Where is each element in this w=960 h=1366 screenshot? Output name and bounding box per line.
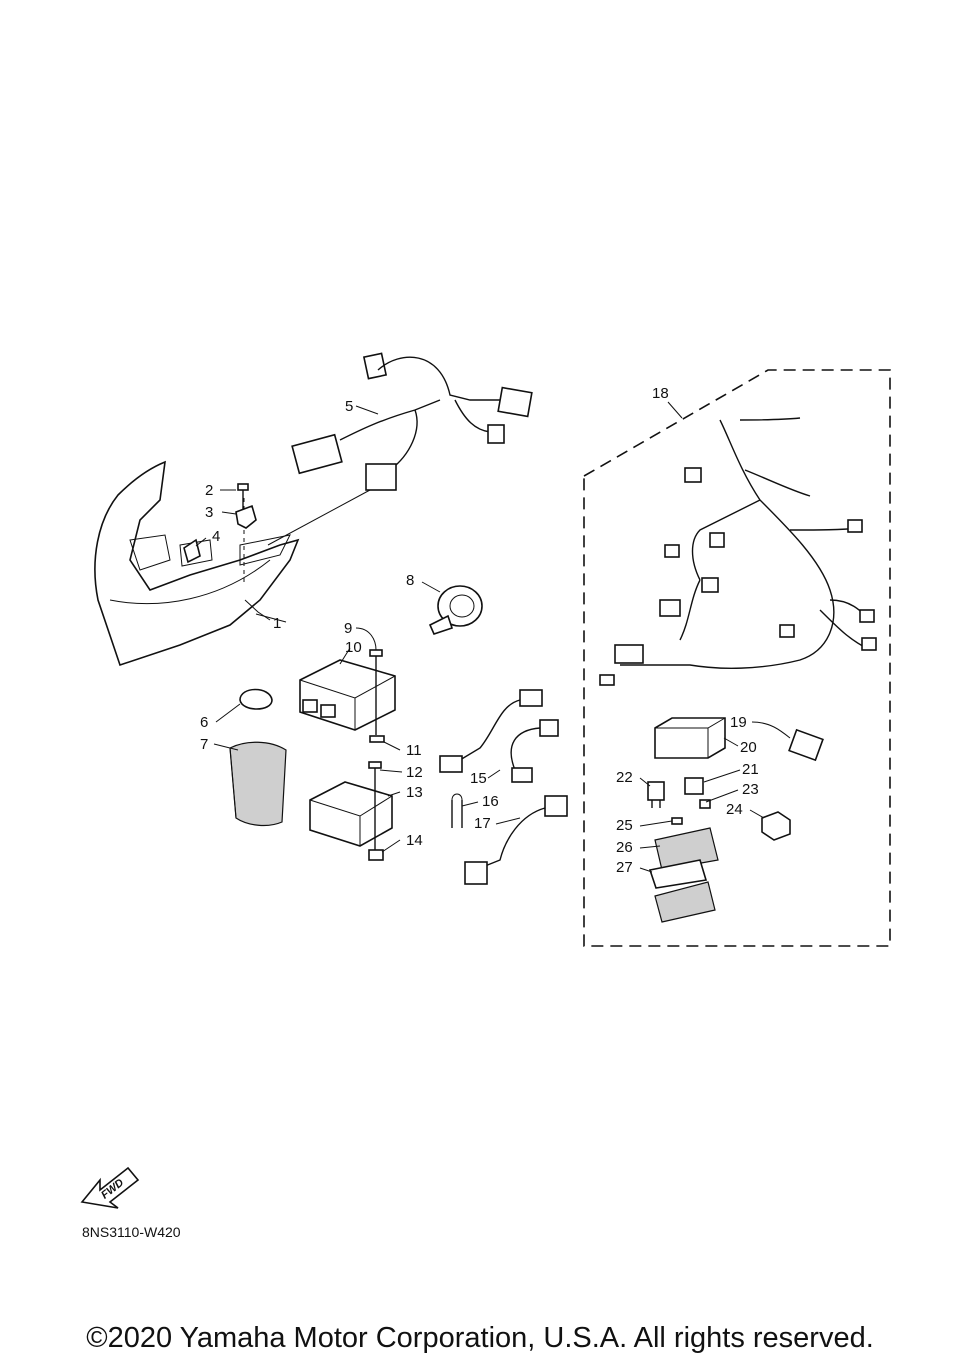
part-number-label: 12 [406,764,423,781]
lead-2-illustration [464,795,568,885]
horn-illustration [428,585,483,635]
part-number-label: 16 [482,793,499,810]
part-number-label: 14 [406,832,423,849]
part-number-label: 4 [212,528,220,545]
clip-illustration [183,538,201,564]
part-number-label: 3 [205,504,213,521]
part-number-label: 6 [200,714,208,731]
drawing-code: 8NS3110-W420 [82,1224,181,1240]
part-number-label: 18 [652,385,669,402]
part-number-label: 17 [474,815,491,832]
part-number-label: 5 [345,398,353,415]
part-number-label: 19 [730,714,747,731]
part-number-label: 8 [406,572,414,589]
control-unit-illustration [309,761,393,861]
ecu-illustration [299,649,396,743]
fuse-illustration [451,793,463,828]
part-number-label: 15 [470,770,487,787]
relay-fuse-parts-illustration [647,717,824,923]
part-number-label: 9 [344,620,352,637]
part-number-label: 22 [616,769,633,786]
part-number-label: 27 [616,859,633,876]
band-illustration [239,688,273,710]
leader-lines [195,401,791,873]
part-number-label: 21 [742,761,759,778]
wire-harness-illustration [583,369,891,947]
cover-sheet-illustration [229,741,287,827]
part-number-label: 13 [406,784,423,801]
part-number-label: 20 [740,739,757,756]
part-number-label: 7 [200,736,208,753]
part-number-label: 24 [726,801,743,818]
fwd-arrow-icon: FWD [80,1166,140,1209]
part-number-label: 23 [742,781,759,798]
bracket-illustration [235,504,257,529]
part-number-label: 1 [273,615,281,632]
lead-illustration [439,689,559,783]
copyright-notice: ©2020 Yamaha Motor Corporation, U.S.A. A… [86,1322,874,1354]
part-number-labels: 1 2 3 4 5 6 7 8 9 10 11 12 13 14 15 16 1… [200,385,759,876]
sub-lead-wire-illustration [267,352,533,546]
part-number-label: 26 [616,839,633,856]
headlight-cowl-illustration [94,460,300,667]
part-number-label: 10 [345,639,362,656]
part-number-label: 25 [616,817,633,834]
part-number-label: 2 [205,482,213,499]
part-number-label: 11 [406,742,422,759]
